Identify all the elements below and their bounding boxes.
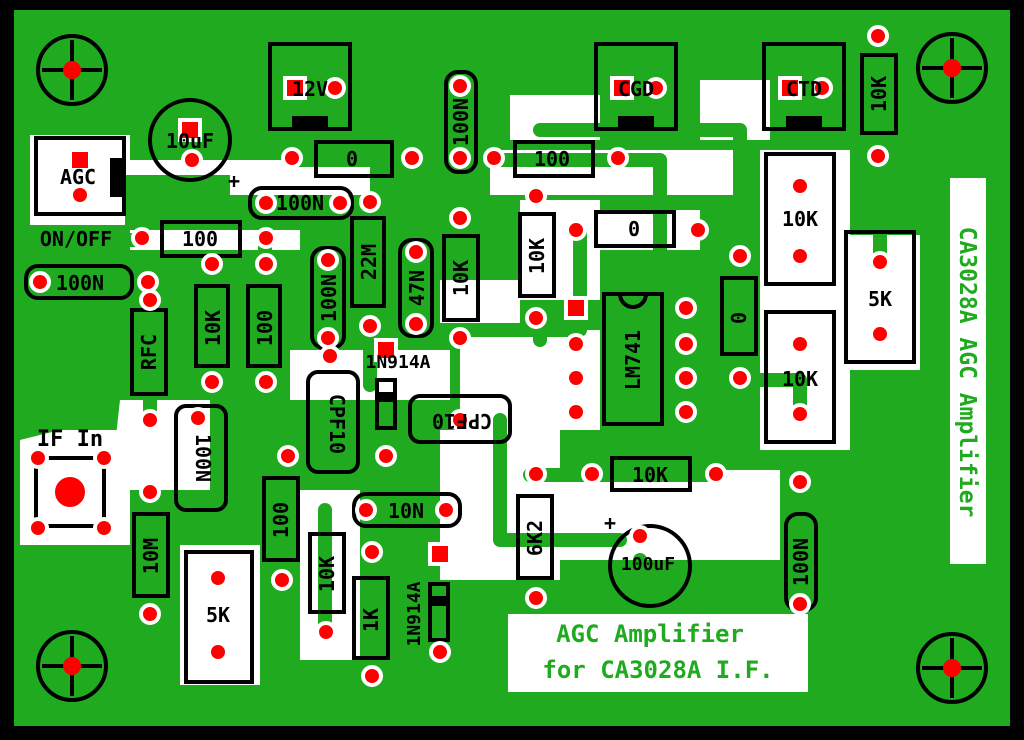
board-title-line1: AGC Amplifier [556, 620, 744, 648]
label-r10k-a: 10K [525, 238, 549, 274]
label-cpf10-h: CPF10 [432, 409, 492, 433]
mounting-hole-tr [916, 32, 988, 104]
label-c100n-v: 100N [317, 274, 341, 322]
if-input-connector [49, 471, 91, 513]
board-side-label: CA3028A AGC Amplifier [954, 227, 980, 518]
label-c100n-left: 100N [56, 271, 104, 295]
label-ctd: CTD [786, 77, 822, 101]
title-background [508, 614, 808, 692]
label-r0-b: 0 [628, 217, 640, 241]
label-1n914a-bot: 1N914A [404, 581, 425, 646]
label-r22m: 22M [357, 244, 381, 280]
label-r100-d: 100 [269, 502, 293, 538]
mounting-hole-br [916, 632, 988, 704]
solder-pads [27, 25, 891, 687]
label-r10k-e: 10K [315, 556, 339, 592]
label-onoff: ON/OFF [40, 227, 112, 251]
label-cpf10-v: CPF10 [325, 394, 349, 454]
label-lm741: LM741 [621, 330, 645, 390]
label-c100n-top: 100N [449, 98, 473, 146]
label-c100n-mid: 100N [276, 191, 324, 215]
mounting-hole-tl [36, 34, 108, 106]
label-r0-a: 0 [346, 147, 358, 171]
mounting-holes [36, 32, 988, 704]
component-labels: 12V CGD CTD 10uF AGC 0 100N 100 10K 100N… [37, 76, 892, 647]
label-pot5k-left: 5K [206, 603, 230, 627]
label-r6k2: 6K2 [523, 520, 547, 556]
label-c100n-rot: 100N [191, 434, 215, 482]
label-1n914a-top: 1N914A [365, 352, 430, 373]
label-if-in: IF In [37, 427, 103, 452]
label-pot10k-b: 10K [782, 367, 818, 391]
label-agc: AGC [60, 165, 96, 189]
label-pot10k-a: 10K [782, 207, 818, 231]
label-pot5k-right: 5K [868, 287, 892, 311]
label-r10k-b: 10K [449, 260, 473, 296]
label-r10k-topright: 10K [867, 76, 891, 112]
label-c100n-br: 100N [789, 538, 813, 586]
mounting-hole-bl [36, 630, 108, 702]
label-r100-c: 100 [253, 310, 277, 346]
label-r10m: 10M [139, 538, 163, 574]
polarity-plus-10uf: + [228, 169, 240, 193]
side-label-background [950, 178, 986, 564]
label-100uf: 100uF [621, 554, 675, 575]
diode-band-bottom [430, 596, 448, 606]
label-r100-top: 100 [534, 147, 570, 171]
component-outlines [24, 42, 916, 684]
label-r10k-c: 10K [201, 310, 225, 346]
label-r10k-d: 10K [632, 463, 668, 487]
label-10uf: 10uF [166, 129, 214, 153]
board-title-line2: for CA3028A I.F. [542, 656, 773, 684]
label-cgd: CGD [618, 77, 654, 101]
label-r0-c: 0 [727, 312, 751, 324]
label-r100-onoff: 100 [182, 227, 218, 251]
polarity-plus-100uf: + [604, 511, 616, 535]
label-c47n: 47N [405, 270, 429, 306]
label-12v: 12V [292, 77, 328, 101]
label-rfc: RFC [137, 334, 161, 370]
label-c10n: 10N [388, 499, 424, 523]
diode-band-top [377, 392, 395, 402]
label-r1k: 1K [359, 608, 383, 632]
